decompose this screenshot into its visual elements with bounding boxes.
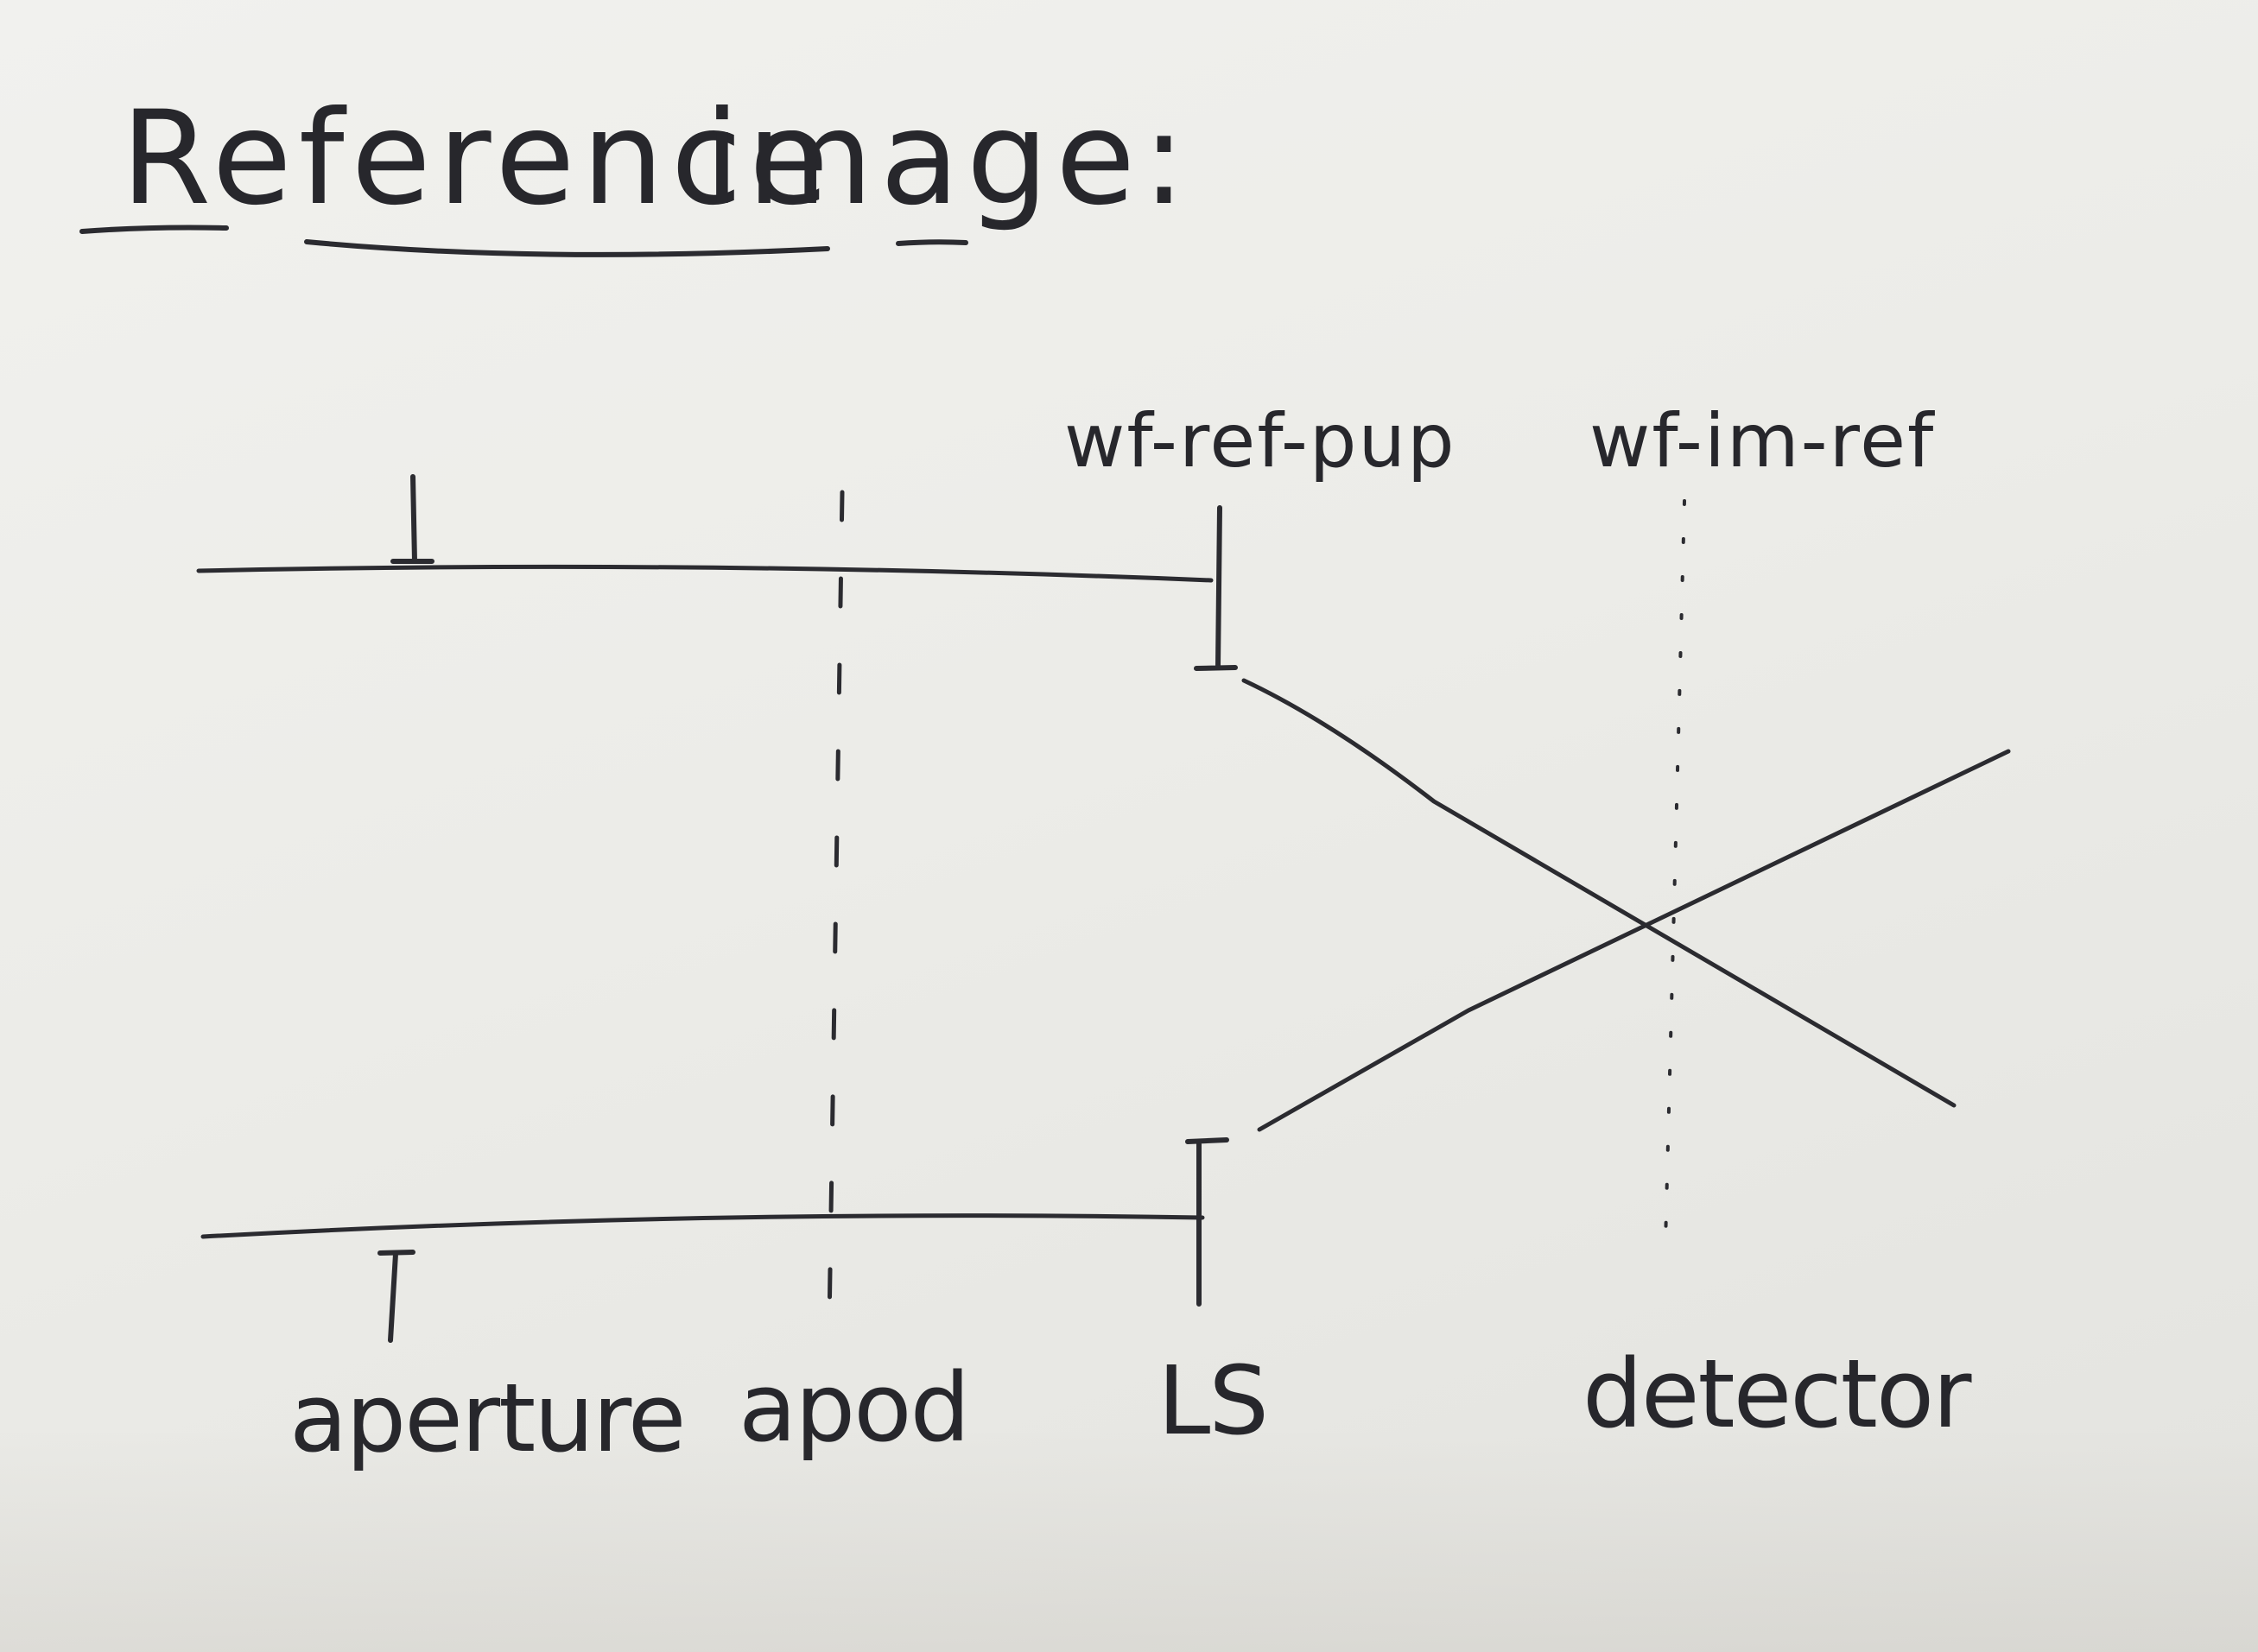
label-wf-ref-pup: wf-ref-pup [1064, 398, 1456, 484]
aperture-lower-marker [377, 1250, 415, 1343]
title-underline-2 [304, 239, 830, 257]
label-ls: LS [1158, 1345, 1267, 1456]
ray-lower-to-upper [1257, 749, 2011, 1132]
title-word-reference: Reference [121, 84, 835, 234]
upper-beam-line [196, 564, 1214, 583]
title-underline-3 [896, 239, 968, 246]
detector-plane-dotted [1664, 499, 1686, 1245]
ray-upper-to-lower [1241, 678, 1957, 1108]
title: Reference image: [79, 84, 1193, 257]
label-apod: apod [739, 1352, 968, 1463]
title-underline-1 [79, 225, 229, 234]
ls-lower-stop [1185, 1137, 1229, 1307]
apod-plane-dashed [827, 490, 845, 1328]
label-aperture: aperture [289, 1363, 684, 1473]
label-detector: detector [1583, 1339, 1972, 1449]
lower-beam-line [200, 1213, 1205, 1239]
ls-upper-stop [1194, 505, 1238, 671]
title-word-image: image: [704, 84, 1193, 234]
label-wf-im-ref: wf-im-ref [1589, 398, 1935, 484]
aperture-upper-marker [390, 474, 434, 564]
